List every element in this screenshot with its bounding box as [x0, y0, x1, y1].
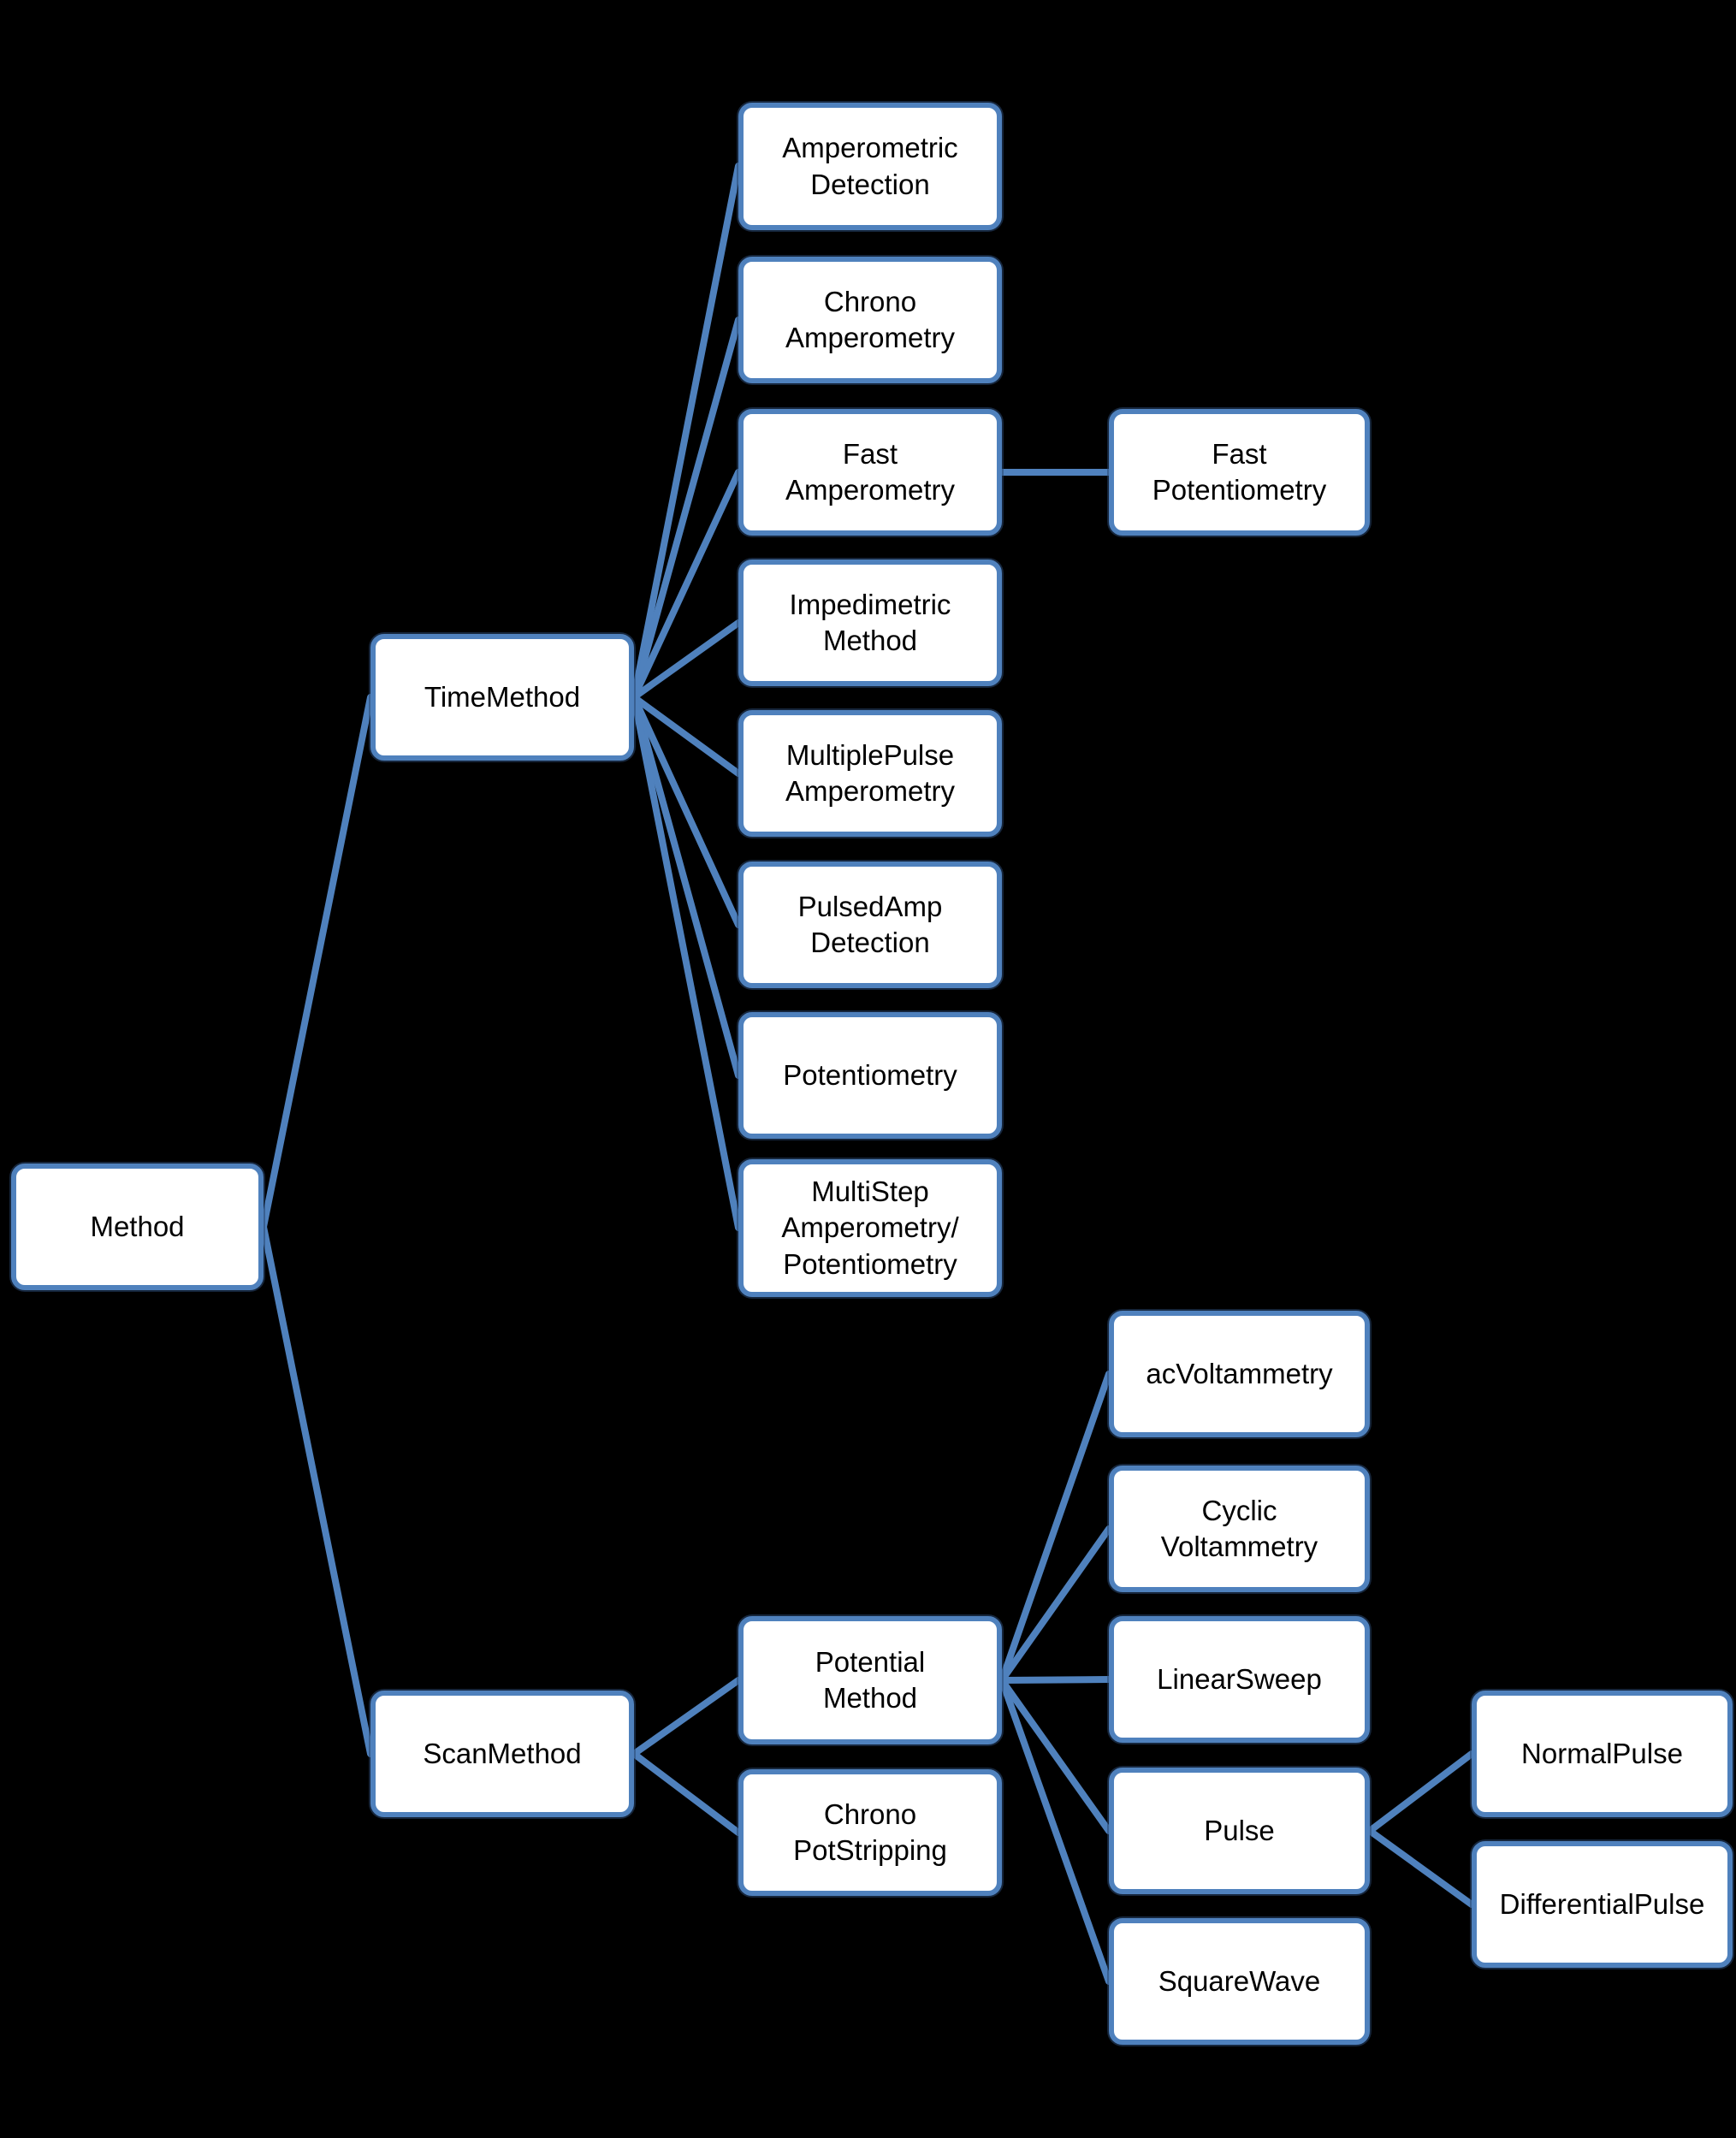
edge-scanmethod-potential-method	[631, 1677, 742, 1757]
edge-potential-method-squarewave	[998, 1677, 1112, 1985]
edge-method-scanmethod	[260, 1223, 374, 1757]
edge-timemethod-chrono-amperometry	[631, 317, 742, 701]
node-normalpulse: NormalPulse	[1472, 1691, 1733, 1817]
edge-timemethod-multiplepulse-amperometry	[631, 694, 742, 777]
edge-timemethod-potentiometry	[631, 694, 742, 1079]
edge-potential-method-acvoltammetry	[998, 1371, 1112, 1684]
node-chrono-amperometry: Chrono Amperometry	[738, 257, 1002, 383]
edge-timemethod-pulsedamp-detection	[631, 694, 742, 928]
edge-potential-method-linearsweep	[998, 1676, 1112, 1684]
node-differentialpulse: DifferentialPulse	[1472, 1841, 1733, 1968]
node-potential-method: Potential Method	[738, 1616, 1002, 1744]
edge-scanmethod-chrono-potstripping	[631, 1750, 742, 1836]
edge-method-timemethod	[260, 694, 374, 1230]
edge-potential-method-cyclic-voltammetry	[998, 1525, 1112, 1684]
node-potentiometry: Potentiometry	[738, 1012, 1002, 1139]
node-acvoltammetry: acVoltammetry	[1109, 1311, 1370, 1437]
edge-pulse-normalpulse	[1366, 1750, 1475, 1834]
edge-timemethod-multistep	[631, 694, 742, 1231]
node-scanmethod: ScanMethod	[370, 1691, 634, 1817]
node-method: Method	[11, 1164, 264, 1290]
edge-timemethod-amperometric-detection	[631, 163, 742, 701]
node-squarewave: SquareWave	[1109, 1918, 1370, 2045]
edge-timemethod-fast-amperometry	[631, 469, 742, 701]
node-impedimetric-method: Impedimetric Method	[738, 560, 1002, 686]
node-fast-amperometry: Fast Amperometry	[738, 409, 1002, 536]
node-multistep-amp-pot: MultiStep Amperometry/ Potentiometry	[738, 1159, 1002, 1297]
node-multiplepulse-amperometry: MultiplePulse Amperometry	[738, 710, 1002, 837]
node-linearsweep: LinearSweep	[1109, 1616, 1370, 1743]
node-amperometric-detection: Amperometric Detection	[738, 103, 1002, 230]
node-pulsedamp-detection: PulsedAmp Detection	[738, 862, 1002, 988]
node-timemethod: TimeMethod	[370, 634, 634, 761]
edge-pulse-differentialpulse	[1366, 1827, 1475, 1908]
node-pulse: Pulse	[1109, 1768, 1370, 1894]
node-chrono-potstripping: Chrono PotStripping	[738, 1769, 1002, 1896]
node-fast-potentiometry: Fast Potentiometry	[1109, 409, 1370, 536]
node-cyclic-voltammetry: Cyclic Voltammetry	[1109, 1466, 1370, 1592]
edge-potential-method-pulse	[998, 1677, 1112, 1834]
edge-timemethod-impedimetric-method	[631, 619, 742, 701]
